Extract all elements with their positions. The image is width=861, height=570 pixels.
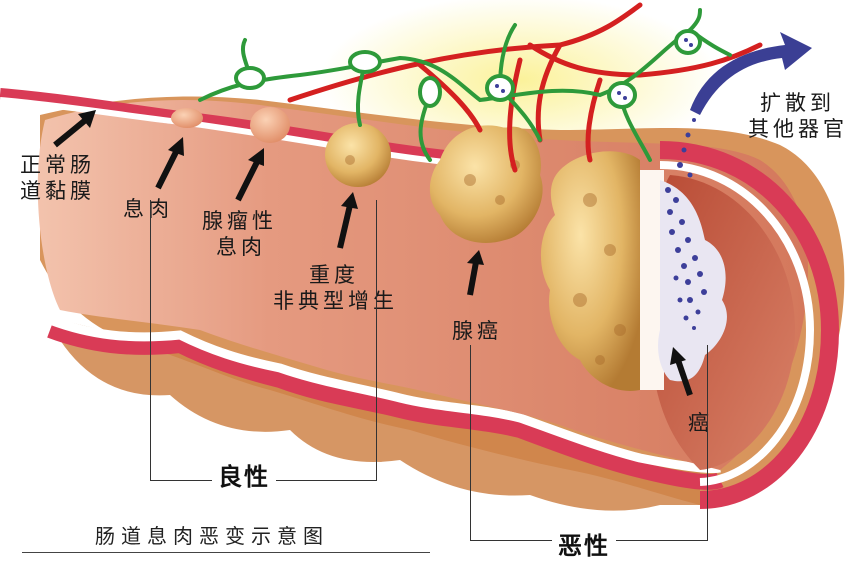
adenocarcinoma-growth	[429, 125, 543, 243]
label-severe-dysplasia: 重度 非典型增生	[273, 262, 398, 314]
caption-divider	[22, 552, 430, 553]
lymph-nodes	[234, 29, 702, 109]
label-cancer: 癌	[688, 411, 713, 435]
tube-end-white	[659, 161, 815, 486]
malignant-group-label: 恶性	[552, 532, 616, 560]
label-adenocarcinoma: 腺癌	[452, 319, 502, 343]
adenomatous-polyp	[250, 107, 290, 143]
wall-white-lower	[48, 315, 721, 473]
invasive-tumor	[540, 151, 640, 391]
label-line: 息肉	[216, 235, 266, 259]
label-line: 腺瘤性	[202, 209, 277, 233]
label-line: 扩散到	[760, 91, 835, 115]
cancer-tissue	[658, 180, 727, 382]
benign-bracket	[150, 200, 377, 481]
benign-group-label: 良性	[212, 463, 276, 491]
label-line: 非典型增生	[273, 289, 398, 313]
wall-band-lower	[47, 322, 724, 490]
label-polyp: 息肉	[123, 197, 173, 221]
label-metastasis: 扩散到 其他器官	[748, 90, 848, 142]
pointer-arrows	[53, 110, 693, 396]
polyp-small	[171, 108, 203, 128]
label-adenomatous-polyp: 腺瘤性 息肉	[202, 208, 277, 260]
label-line: 正常肠	[20, 153, 95, 177]
label-line: 重度	[309, 263, 359, 287]
malignant-bracket	[470, 345, 708, 541]
label-normal-mucosa: 正常肠 道黏膜	[20, 152, 95, 204]
tube-end-ring	[659, 141, 840, 509]
blood-vessels	[287, 2, 763, 173]
figure-title: 肠道息肉恶变示意图	[95, 524, 329, 548]
metastasis-arrow-body	[690, 32, 812, 115]
label-line: 道黏膜	[20, 179, 95, 203]
label-line: 其他器官	[748, 117, 848, 141]
dysplasia-growth	[325, 123, 391, 187]
cancer-cells	[665, 108, 707, 330]
